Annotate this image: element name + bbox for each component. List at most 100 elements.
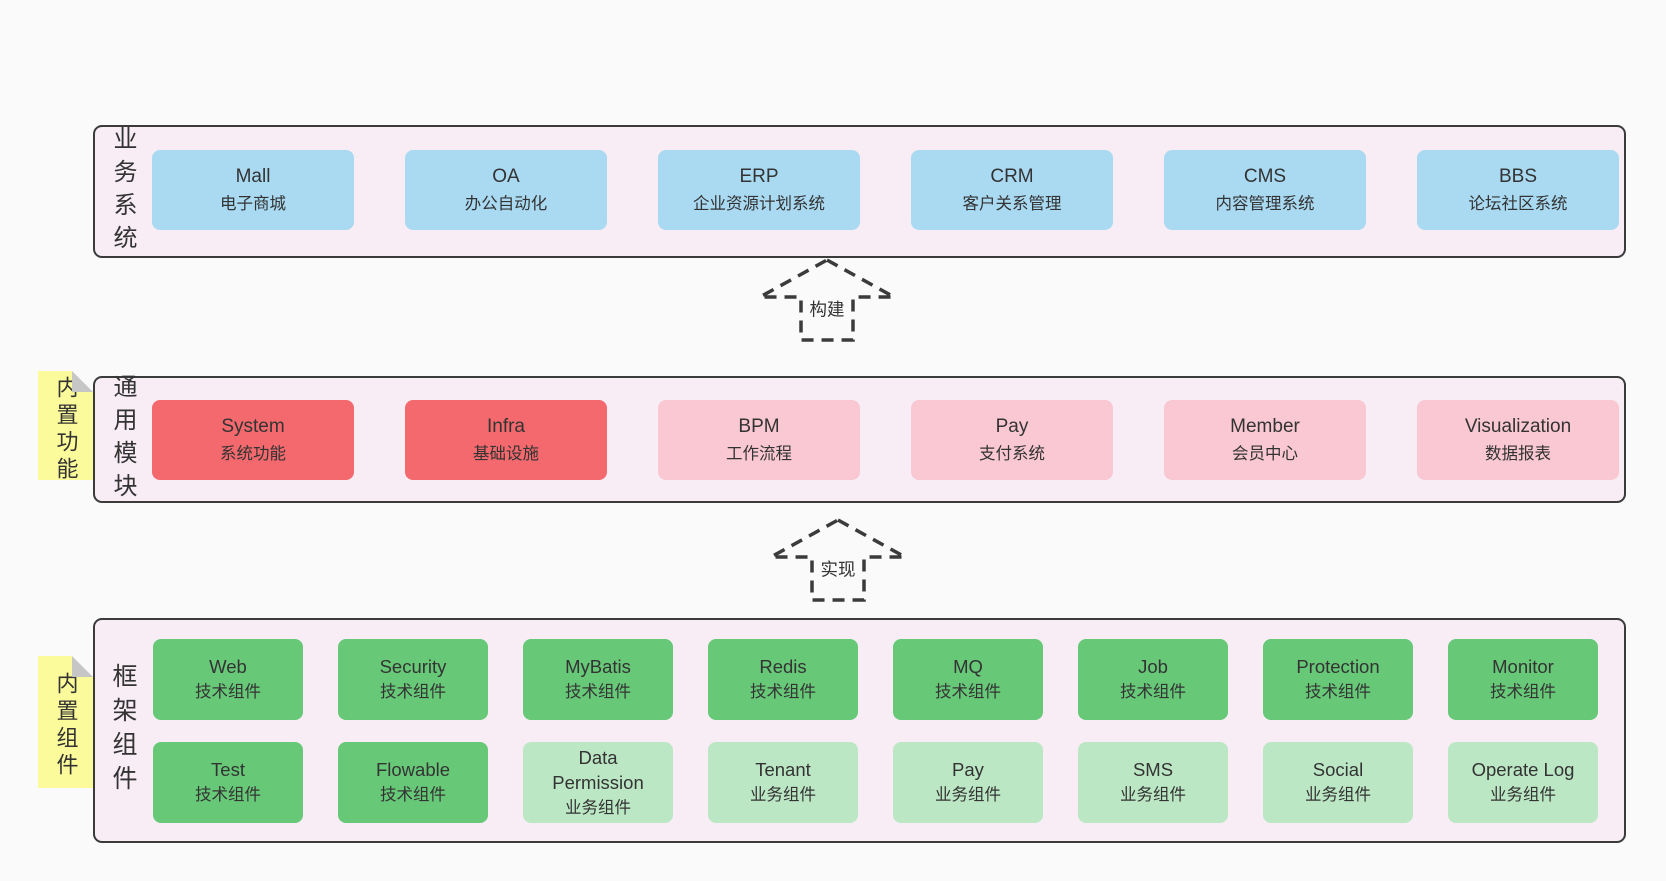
box-name: BPM — [738, 416, 780, 438]
box-subtitle: 技术组件 — [1305, 683, 1371, 702]
layer-framework-components: 框架组件 Web 技术组件 Security 技术组件 MyBatis 技术组件… — [93, 618, 1626, 843]
box-name: System — [221, 416, 285, 438]
box-subtitle: 论坛社区系统 — [1468, 195, 1568, 214]
box-bpm: BPM 工作流程 — [658, 400, 860, 480]
box-subtitle: 业务组件 — [1120, 786, 1186, 805]
box-name: Job — [1138, 656, 1168, 678]
module-boxes-row: System 系统功能 Infra 基础设施 BPM 工作流程 Pay 支付系统… — [152, 400, 1619, 480]
component-boxes-row-2: Test 技术组件 Flowable 技术组件 Data Permission … — [153, 742, 1598, 823]
box-subtitle: 支付系统 — [979, 445, 1045, 464]
box-subtitle: 技术组件 — [195, 683, 261, 702]
box-subtitle: 电子商城 — [220, 195, 286, 214]
box-name: Redis — [759, 656, 807, 678]
box-subtitle: 技术组件 — [380, 786, 446, 805]
box-cms: CMS 内容管理系统 — [1164, 150, 1366, 230]
box-subtitle: 基础设施 — [473, 445, 539, 464]
box-name: SMS — [1132, 759, 1174, 781]
box-name: Social — [1312, 759, 1364, 781]
layer-label-components: 框架组件 — [109, 662, 137, 799]
arrow-build: 构建 — [757, 256, 897, 344]
layer-label-business: 业务系统 — [109, 125, 136, 258]
box-system: System 系统功能 — [152, 400, 354, 480]
box-name: MyBatis — [565, 656, 631, 678]
box-name: Member — [1230, 416, 1300, 438]
box-member: Member 会员中心 — [1164, 400, 1366, 480]
box-name: Tenant — [755, 759, 811, 781]
box-visualization: Visualization 数据报表 — [1417, 400, 1619, 480]
box-name: CMS — [1243, 166, 1287, 188]
box-name: Infra — [486, 416, 526, 438]
box-name: ERP — [739, 166, 779, 188]
box-protection: Protection 技术组件 — [1263, 639, 1413, 720]
box-subtitle: 工作流程 — [726, 445, 792, 464]
box-name: CRM — [990, 166, 1034, 188]
box-name: Monitor — [1492, 656, 1554, 678]
arrow-implement-label: 实现 — [817, 554, 859, 584]
box-test: Test 技术组件 — [153, 742, 303, 823]
box-web: Web 技术组件 — [153, 639, 303, 720]
arrow-build-label: 构建 — [806, 294, 848, 324]
box-subtitle: 技术组件 — [380, 683, 446, 702]
box-subtitle: 业务组件 — [935, 786, 1001, 805]
box-subtitle: 系统功能 — [220, 445, 286, 464]
box-subtitle: 技术组件 — [1490, 683, 1556, 702]
box-name: Flowable — [375, 759, 451, 781]
component-boxes-row-1: Web 技术组件 Security 技术组件 MyBatis 技术组件 Redi… — [153, 639, 1598, 720]
box-mq: MQ 技术组件 — [893, 639, 1043, 720]
box-subtitle: 业务组件 — [1490, 786, 1556, 805]
box-subtitle: 办公自动化 — [464, 195, 548, 214]
box-security: Security 技术组件 — [338, 639, 488, 720]
box-name: BBS — [1498, 166, 1538, 188]
note-fold-icon — [72, 656, 93, 677]
layer-business-systems: 业务系统 Mall 电子商城 OA 办公自动化 ERP 企业资源计划系统 CRM… — [93, 125, 1626, 258]
box-subtitle: 技术组件 — [935, 683, 1001, 702]
box-data-permission: Data Permission 业务组件 — [523, 742, 673, 823]
box-subtitle: 企业资源计划系统 — [693, 195, 825, 214]
box-name: Pay — [952, 759, 984, 781]
box-name: MQ — [953, 656, 983, 678]
box-mybatis: MyBatis 技术组件 — [523, 639, 673, 720]
box-sms: SMS 业务组件 — [1078, 742, 1228, 823]
box-subtitle: 技术组件 — [565, 683, 631, 702]
box-operate-log: Operate Log 业务组件 — [1448, 742, 1598, 823]
box-subtitle: 技术组件 — [195, 786, 261, 805]
box-redis: Redis 技术组件 — [708, 639, 858, 720]
box-social: Social 业务组件 — [1263, 742, 1413, 823]
arrow-implement: 实现 — [768, 516, 908, 604]
note-fold-icon — [72, 371, 93, 392]
box-bbs: BBS 论坛社区系统 — [1417, 150, 1619, 230]
box-name: Mall — [235, 166, 271, 188]
note-text: 内置功能 — [53, 375, 79, 484]
box-mall: Mall 电子商城 — [152, 150, 354, 230]
box-pay-component: Pay 业务组件 — [893, 742, 1043, 823]
box-subtitle: 客户关系管理 — [962, 195, 1062, 214]
box-subtitle: 技术组件 — [750, 683, 816, 702]
box-subtitle: 会员中心 — [1232, 445, 1298, 464]
box-subtitle: 业务组件 — [750, 786, 816, 805]
box-subtitle: 业务组件 — [565, 798, 631, 817]
note-text: 内置组件 — [53, 672, 79, 780]
box-monitor: Monitor 技术组件 — [1448, 639, 1598, 720]
box-name: Web — [209, 656, 247, 678]
box-erp: ERP 企业资源计划系统 — [658, 150, 860, 230]
box-infra: Infra 基础设施 — [405, 400, 607, 480]
note-built-in-features: 内置功能 — [38, 371, 93, 484]
layer-common-modules: 通用模块 System 系统功能 Infra 基础设施 BPM 工作流程 Pay… — [93, 373, 1626, 506]
box-name: Security — [379, 656, 447, 678]
layer-label-modules: 通用模块 — [109, 373, 136, 506]
up-arrow-icon — [770, 518, 906, 602]
box-job: Job 技术组件 — [1078, 639, 1228, 720]
box-subtitle: 数据报表 — [1485, 445, 1551, 464]
box-pay: Pay 支付系统 — [911, 400, 1113, 480]
box-flowable: Flowable 技术组件 — [338, 742, 488, 823]
box-name: Protection — [1296, 656, 1380, 678]
up-arrow-icon — [759, 258, 895, 342]
note-built-in-components: 内置组件 — [38, 656, 93, 788]
box-subtitle: 业务组件 — [1305, 786, 1371, 805]
box-crm: CRM 客户关系管理 — [911, 150, 1113, 230]
box-name: Test — [211, 759, 245, 781]
box-name: OA — [492, 166, 520, 188]
box-name: Pay — [995, 416, 1029, 438]
box-name: Data Permission — [552, 746, 644, 793]
box-subtitle: 技术组件 — [1120, 683, 1186, 702]
